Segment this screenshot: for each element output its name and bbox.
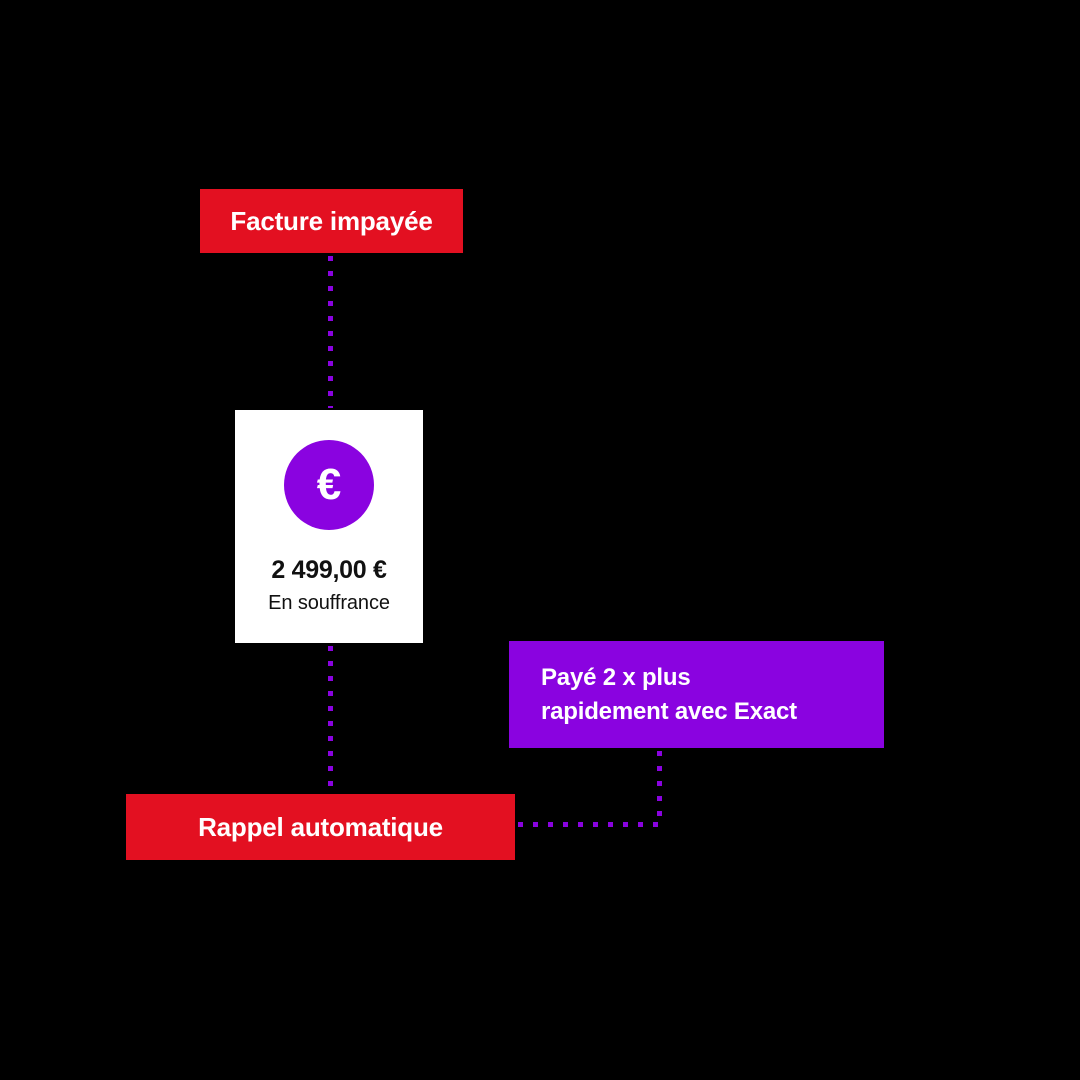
invoice-unpaid-banner[interactable]: Facture impayée bbox=[200, 189, 463, 253]
connector-invoice-to-card bbox=[328, 256, 333, 408]
connector-promo-vertical bbox=[657, 751, 662, 826]
amount-card[interactable]: € 2 499,00 € En souffrance bbox=[235, 410, 423, 643]
euro-icon-glyph: € bbox=[316, 460, 342, 509]
invoice-unpaid-label: Facture impayée bbox=[230, 205, 433, 236]
amount-value: 2 499,00 € bbox=[271, 556, 387, 584]
euro-icon: € bbox=[284, 440, 374, 530]
connector-promo-horizontal bbox=[518, 822, 659, 827]
auto-reminder-label: Rappel automatique bbox=[198, 811, 443, 842]
promo-callout[interactable]: Payé 2 x plus rapidement avec Exact bbox=[509, 641, 884, 748]
auto-reminder-banner[interactable]: Rappel automatique bbox=[126, 794, 515, 860]
connector-card-to-reminder bbox=[328, 646, 333, 794]
amount-status-label: En souffrance bbox=[268, 592, 390, 614]
promo-callout-label: Payé 2 x plus rapidement avec Exact bbox=[541, 663, 797, 725]
